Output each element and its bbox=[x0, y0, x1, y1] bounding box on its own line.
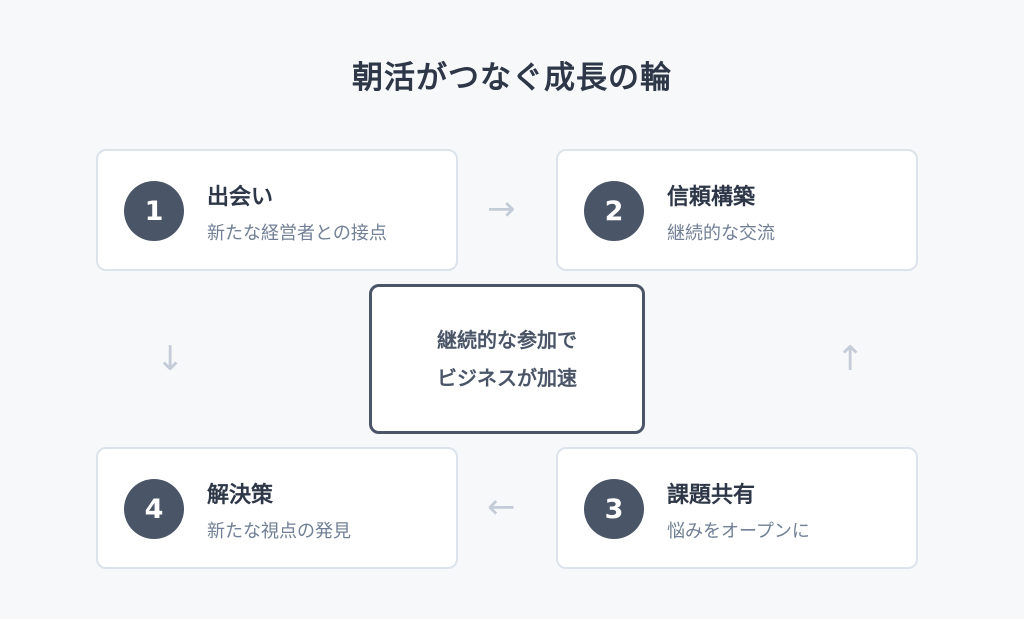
arrow-left-icon: ← bbox=[487, 487, 516, 527]
step-title: 課題共有 bbox=[667, 483, 756, 508]
step-title: 解決策 bbox=[207, 483, 274, 508]
step-card-1: 1 出会い 新たな経営者との接点 bbox=[96, 149, 458, 271]
step-description: 継続的な交流 bbox=[667, 223, 775, 244]
step-number-badge: 1 bbox=[124, 181, 184, 241]
step-description: 新たな経営者との接点 bbox=[207, 223, 387, 244]
center-message-box: 継続的な参加で ビジネスが加速 bbox=[369, 284, 645, 434]
step-title: 出会い bbox=[207, 185, 274, 210]
step-number-badge: 4 bbox=[124, 479, 184, 539]
step-description: 悩みをオープンに bbox=[667, 521, 810, 542]
page-title: 朝活がつなぐ成長の輪 bbox=[352, 60, 672, 96]
arrow-down-icon: ↓ bbox=[156, 339, 185, 379]
step-number-badge: 3 bbox=[584, 479, 644, 539]
center-message-line-1: 継続的な参加で bbox=[437, 328, 577, 352]
step-description: 新たな視点の発見 bbox=[207, 521, 351, 542]
arrow-right-icon: → bbox=[487, 189, 516, 229]
step-card-2: 2 信頼構築 継続的な交流 bbox=[556, 149, 918, 271]
arrow-up-icon: ↑ bbox=[836, 339, 865, 379]
step-card-3: 3 課題共有 悩みをオープンに bbox=[556, 447, 918, 569]
step-card-4: 4 解決策 新たな視点の発見 bbox=[96, 447, 458, 569]
step-title: 信頼構築 bbox=[667, 185, 756, 210]
center-message-line-2: ビジネスが加速 bbox=[437, 366, 577, 390]
step-number-badge: 2 bbox=[584, 181, 644, 241]
